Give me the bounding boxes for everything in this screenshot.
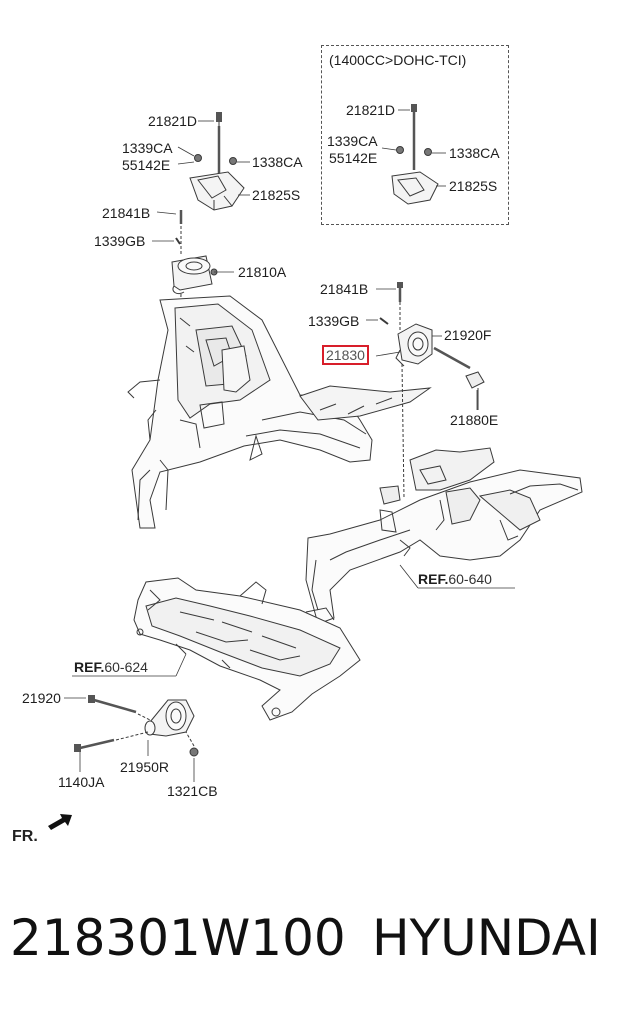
callout-21825S[interactable]: 21825S: [252, 187, 301, 203]
ref-prefix: REF.: [74, 659, 105, 675]
callout-55142E[interactable]: 55142E: [122, 157, 171, 173]
callout-21821D[interactable]: 21821D: [148, 113, 198, 129]
callout-1339GB-right[interactable]: 1339GB: [308, 313, 360, 329]
callout-21841B-right[interactable]: 21841B: [320, 281, 369, 297]
part-number: 218301W100: [10, 909, 346, 967]
callout-21880E[interactable]: 21880E: [450, 412, 499, 428]
reference-60-640[interactable]: REF.60-640: [418, 571, 492, 587]
ref-prefix: REF.: [418, 571, 449, 587]
callout-1140JA[interactable]: 1140JA: [58, 774, 105, 790]
callout-1339CA-inset[interactable]: 1339CA: [327, 133, 378, 149]
callout-21841B[interactable]: 21841B: [102, 205, 151, 221]
inset-title: (1400CC>DOHC-TCI): [329, 52, 467, 68]
front-arrow-icon: [48, 814, 72, 830]
front-side-member-right: [305, 447, 583, 625]
callout-21830-highlighted[interactable]: 21830: [322, 345, 369, 365]
brand-name: HYUNDAI: [372, 909, 601, 967]
callout-1321CB[interactable]: 1321CB: [167, 783, 218, 799]
exploded-parts-diagram: [48, 104, 583, 830]
transmission-mount-assembly: [379, 282, 485, 499]
upper-mount-assembly-left: [171, 112, 245, 421]
callout-55142E-inset[interactable]: 55142E: [329, 150, 378, 166]
callout-21950R[interactable]: 21950R: [120, 759, 170, 775]
callout-1338CA-inset[interactable]: 1338CA: [449, 145, 500, 161]
callout-21810A[interactable]: 21810A: [238, 264, 287, 280]
front-subframe: [74, 577, 361, 757]
engine-variant-inset: [321, 45, 509, 225]
callout-21920F[interactable]: 21920F: [444, 327, 492, 343]
reference-60-624[interactable]: REF.60-624: [74, 659, 148, 675]
front-side-member-left: [127, 295, 432, 529]
callout-1339CA[interactable]: 1339CA: [122, 140, 173, 156]
callout-21821D-inset[interactable]: 21821D: [346, 102, 396, 118]
front-direction-label: FR.: [12, 828, 38, 845]
callout-21920[interactable]: 21920: [22, 690, 61, 706]
callout-21825S-inset[interactable]: 21825S: [449, 178, 498, 194]
ref-number: 60-624: [104, 659, 148, 675]
callout-1339GB[interactable]: 1339GB: [94, 233, 146, 249]
upper-mount-assembly-inset: [391, 104, 439, 205]
leader-lines: [64, 109, 515, 782]
ref-number: 60-640: [448, 571, 492, 587]
callout-1338CA[interactable]: 1338CA: [252, 154, 303, 170]
